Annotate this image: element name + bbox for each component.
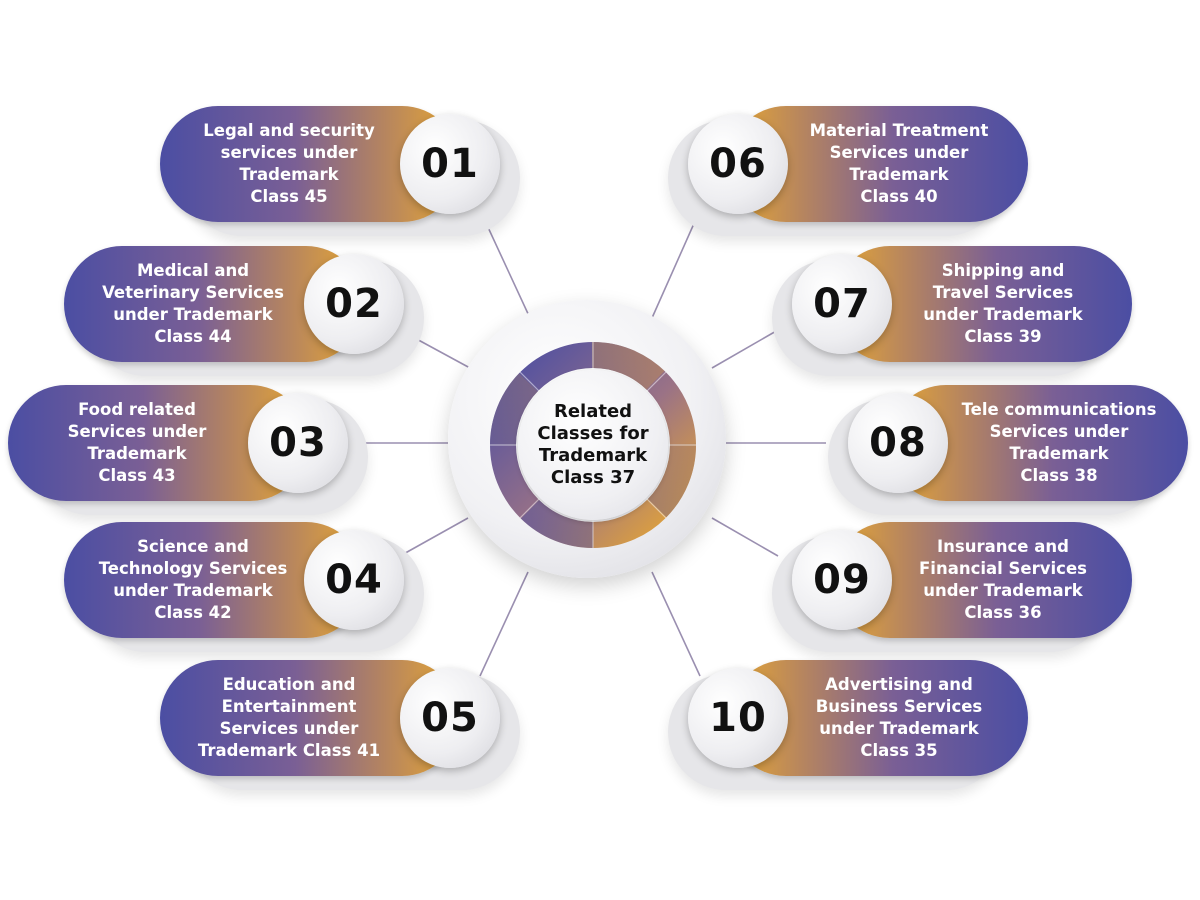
item-02-line-2: Veterinary Services	[102, 283, 284, 302]
center-title-line-1: Related	[553, 401, 633, 422]
item-05-label: Education and Entertainment Services und…	[184, 660, 394, 776]
item-09-line-4: Class 36	[964, 603, 1042, 622]
item-09-line-3: under Trademark	[923, 581, 1083, 600]
item-04-label: Science and Technology Services under Tr…	[88, 522, 298, 638]
item-07-line-4: Class 39	[964, 327, 1042, 346]
item-06-line-1: Material Treatment	[809, 121, 989, 140]
item-08-line-2: Services under	[989, 422, 1129, 441]
item-09-number-badge: 09	[792, 530, 892, 630]
connector-06	[651, 209, 701, 319]
item-06-line-2: Services under	[829, 143, 969, 162]
item-02-line-3: under Trademark	[113, 305, 273, 324]
center-hub-segment-ring	[490, 342, 696, 548]
item-04-line-1: Science and	[137, 537, 249, 556]
center-title-line-3: Trademark	[538, 445, 648, 466]
item-02-number-badge: 02	[304, 254, 404, 354]
item-04-number-badge: 04	[304, 530, 404, 630]
item-07-line-1: Shipping and	[941, 261, 1065, 280]
item-08-number-badge: 08	[848, 393, 948, 493]
item-03-line-1: Food related	[78, 400, 196, 419]
item-05-line-1: Education and	[222, 675, 356, 694]
item-05-line-4: Trademark Class 41	[197, 741, 381, 760]
item-03-line-3: Trademark	[87, 444, 187, 463]
item-05-line-3: Services under	[219, 719, 359, 738]
center-title-line-4: Class 37	[550, 467, 636, 488]
connector-04	[399, 517, 469, 557]
item-07-label: Shipping and Travel Services under Trade…	[898, 246, 1108, 362]
item-05-line-2: Entertainment	[221, 697, 357, 716]
item-01-line-3: Trademark	[239, 165, 339, 184]
item-03: Food related Services under Trademark Cl…	[8, 385, 368, 517]
item-02: Medical and Veterinary Services under Tr…	[64, 246, 424, 378]
item-03-line-2: Services under	[67, 422, 207, 441]
item-09-line-1: Insurance and	[937, 537, 1069, 556]
item-03-number-badge: 03	[248, 393, 348, 493]
item-01-number-badge: 01	[400, 114, 500, 214]
connector-10	[651, 571, 701, 677]
item-09-label: Insurance and Financial Services under T…	[898, 522, 1108, 638]
item-02-label: Medical and Veterinary Services under Tr…	[88, 246, 298, 362]
item-01-line-4: Class 45	[250, 187, 328, 206]
item-06-number-badge: 06	[688, 114, 788, 214]
item-04-line-3: under Trademark	[113, 581, 273, 600]
connector-05	[479, 571, 529, 677]
item-06-line-3: Trademark	[849, 165, 949, 184]
item-10-line-1: Advertising and	[825, 675, 973, 694]
item-04: Science and Technology Services under Tr…	[64, 522, 424, 654]
item-08-label: Tele communications Services under Trade…	[954, 385, 1164, 501]
item-02-line-4: Class 44	[154, 327, 232, 346]
connector-09	[711, 517, 779, 557]
item-01-line-2: services under	[220, 143, 358, 162]
item-09: Insurance and Financial Services under T…	[772, 522, 1132, 654]
item-08-line-1: Tele communications	[961, 400, 1157, 419]
item-06: Material Treatment Services under Tradem…	[668, 106, 1028, 238]
item-09-line-2: Financial Services	[919, 559, 1087, 578]
connector-07	[711, 329, 779, 369]
item-07-line-3: under Trademark	[923, 305, 1083, 324]
item-07-line-2: Travel Services	[932, 283, 1074, 302]
item-03-label: Food related Services under Trademark Cl…	[32, 385, 242, 501]
center-title: Related Classes for Trademark Class 37	[528, 401, 658, 489]
item-03-line-4: Class 43	[98, 466, 176, 485]
item-06-label: Material Treatment Services under Tradem…	[794, 106, 1004, 222]
item-07-number-badge: 07	[792, 254, 892, 354]
item-05: Education and Entertainment Services und…	[160, 660, 520, 792]
item-02-line-1: Medical and	[136, 261, 250, 280]
item-01-label: Legal and security services under Tradem…	[184, 106, 394, 222]
item-06-line-4: Class 40	[860, 187, 938, 206]
item-10-label: Advertising and Business Services under …	[794, 660, 1004, 776]
item-04-line-4: Class 42	[154, 603, 232, 622]
item-08: Tele communications Services under Trade…	[828, 385, 1188, 517]
item-08-line-4: Class 38	[1020, 466, 1098, 485]
item-07: Shipping and Travel Services under Trade…	[772, 246, 1132, 378]
item-10: Advertising and Business Services under …	[668, 660, 1028, 792]
item-05-number-badge: 05	[400, 668, 500, 768]
item-08-line-3: Trademark	[1009, 444, 1109, 463]
item-01-line-1: Legal and security	[203, 121, 375, 140]
center-hub: Related Classes for Trademark Class 37	[518, 370, 668, 520]
item-04-line-2: Technology Services	[98, 559, 288, 578]
item-10-line-2: Business Services	[815, 697, 983, 716]
item-10-number-badge: 10	[688, 668, 788, 768]
item-10-line-3: under Trademark	[819, 719, 979, 738]
center-title-line-2: Classes for	[537, 423, 649, 444]
item-01: Legal and security services under Tradem…	[160, 106, 520, 238]
item-10-line-4: Class 35	[860, 741, 938, 760]
